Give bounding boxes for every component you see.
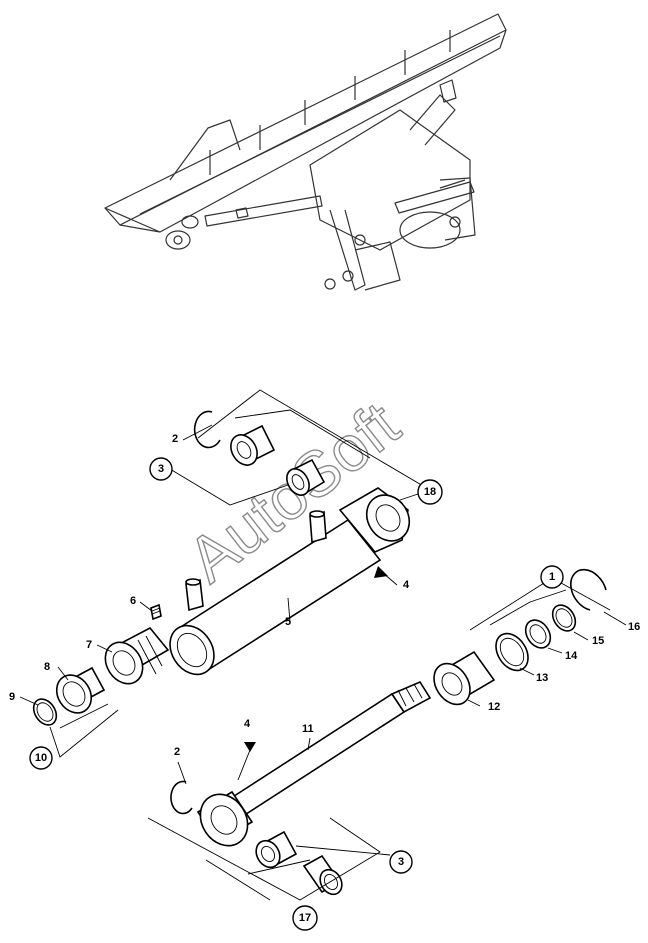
snap-ring [570, 568, 607, 611]
upper-circlip [193, 410, 221, 449]
callout-12: 12 [488, 701, 500, 713]
arrow-icon [244, 742, 256, 752]
callout-8: 8 [44, 661, 50, 673]
callout-15: 15 [592, 635, 604, 647]
callout-2-lower: 2 [174, 746, 180, 758]
backup-ring [551, 604, 577, 632]
callout-17: 17 [292, 905, 318, 931]
piston-seal-ring [495, 632, 529, 672]
piston-rod [196, 680, 432, 847]
callout-label: 18 [424, 486, 436, 498]
lower-pin-sleeve [302, 854, 343, 896]
guide-ring [524, 619, 552, 649]
arrow-icon [374, 566, 388, 578]
callout-16: 16 [628, 621, 640, 633]
cylinder-barrel [169, 487, 411, 676]
callout-3-upper: 3 [149, 457, 173, 481]
lower-bushing [255, 830, 298, 869]
callout-5: 5 [285, 616, 291, 628]
callout-4-lower: 4 [244, 718, 251, 730]
callout-18: 18 [417, 479, 443, 505]
lower-circlip [170, 780, 193, 815]
callout-11: 11 [302, 723, 314, 735]
callout-label: 3 [398, 856, 404, 868]
callout-3-lower: 3 [389, 850, 413, 874]
callout-9: 9 [9, 691, 15, 703]
wiper-ring [32, 698, 58, 726]
callout-4-upper: 4 [403, 579, 410, 591]
callout-label: 17 [299, 912, 311, 924]
upper-bushing-small [286, 458, 326, 496]
callout-label: 1 [549, 571, 555, 583]
rod-seal [55, 666, 106, 714]
callout-10: 10 [29, 746, 53, 770]
callout-13: 13 [536, 672, 548, 684]
callout-6: 6 [130, 595, 136, 607]
grease-nipple [150, 603, 162, 621]
callout-1: 1 [540, 565, 564, 589]
callout-2-upper: 2 [172, 433, 178, 445]
callout-label: 3 [158, 463, 164, 475]
callout-7: 7 [86, 639, 92, 651]
callout-14: 14 [565, 650, 578, 662]
cylinder-head-guide [104, 626, 170, 685]
machine-overview-illustration [104, 13, 507, 291]
upper-bushing-large [230, 424, 276, 466]
callout-label: 10 [35, 752, 47, 764]
piston [433, 650, 496, 706]
leader-lines [19, 389, 627, 901]
